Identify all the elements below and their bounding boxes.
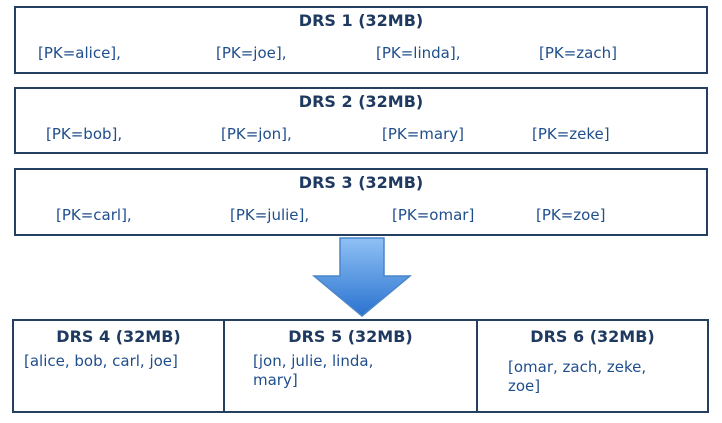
drs-1-key-4: [PK=zach] — [539, 44, 617, 62]
down-arrow-icon — [312, 237, 412, 317]
drs-5-cell: DRS 5 (32MB) [jon, julie, linda, mary] — [223, 321, 476, 411]
drs-1-key-2: [PK=joe], — [216, 44, 287, 62]
drs-2-key-1: [PK=bob], — [46, 125, 123, 143]
drs-6-keys: [omar, zach, zeke, zoe] — [508, 358, 647, 395]
drs-3-title: DRS 3 (32MB) — [298, 173, 424, 192]
drs-2-key-3: [PK=mary] — [382, 125, 465, 143]
drs-1-title: DRS 1 (32MB) — [298, 11, 424, 30]
drs-4-cell: DRS 4 (32MB) [alice, bob, carl, joe] — [14, 321, 223, 411]
drs-1-key-3: [PK=linda], — [376, 44, 461, 62]
drs-6-title: DRS 6 (32MB) — [530, 327, 655, 346]
drs-2-title: DRS 2 (32MB) — [298, 92, 424, 111]
drs-2-box: DRS 2 (32MB) [PK=bob], [PK=jon], [PK=mar… — [14, 87, 708, 154]
drs-2-key-4: [PK=zeke] — [532, 125, 610, 143]
drs-1-key-1: [PK=alice], — [38, 44, 121, 62]
drs-6-cell: DRS 6 (32MB) [omar, zach, zeke, zoe] — [476, 321, 707, 411]
drs-4-keys: [alice, bob, carl, joe] — [24, 352, 178, 370]
drs-5-title: DRS 5 (32MB) — [288, 327, 413, 346]
drs-3-box: DRS 3 (32MB) [PK=carl], [PK=julie], [PK=… — [14, 168, 708, 236]
drs-4-title: DRS 4 (32MB) — [56, 327, 181, 346]
drs-1-box: DRS 1 (32MB) [PK=alice], [PK=joe], [PK=l… — [14, 6, 708, 74]
drs-3-key-3: [PK=omar] — [392, 206, 475, 224]
drs-3-key-4: [PK=zoe] — [536, 206, 606, 224]
drs-3-key-2: [PK=julie], — [230, 206, 310, 224]
drs-3-key-1: [PK=carl], — [56, 206, 132, 224]
drs-2-key-2: [PK=jon], — [221, 125, 292, 143]
drs-5-keys: [jon, julie, linda, mary] — [253, 352, 374, 389]
merged-drs-row: DRS 4 (32MB) [alice, bob, carl, joe] DRS… — [12, 319, 709, 413]
